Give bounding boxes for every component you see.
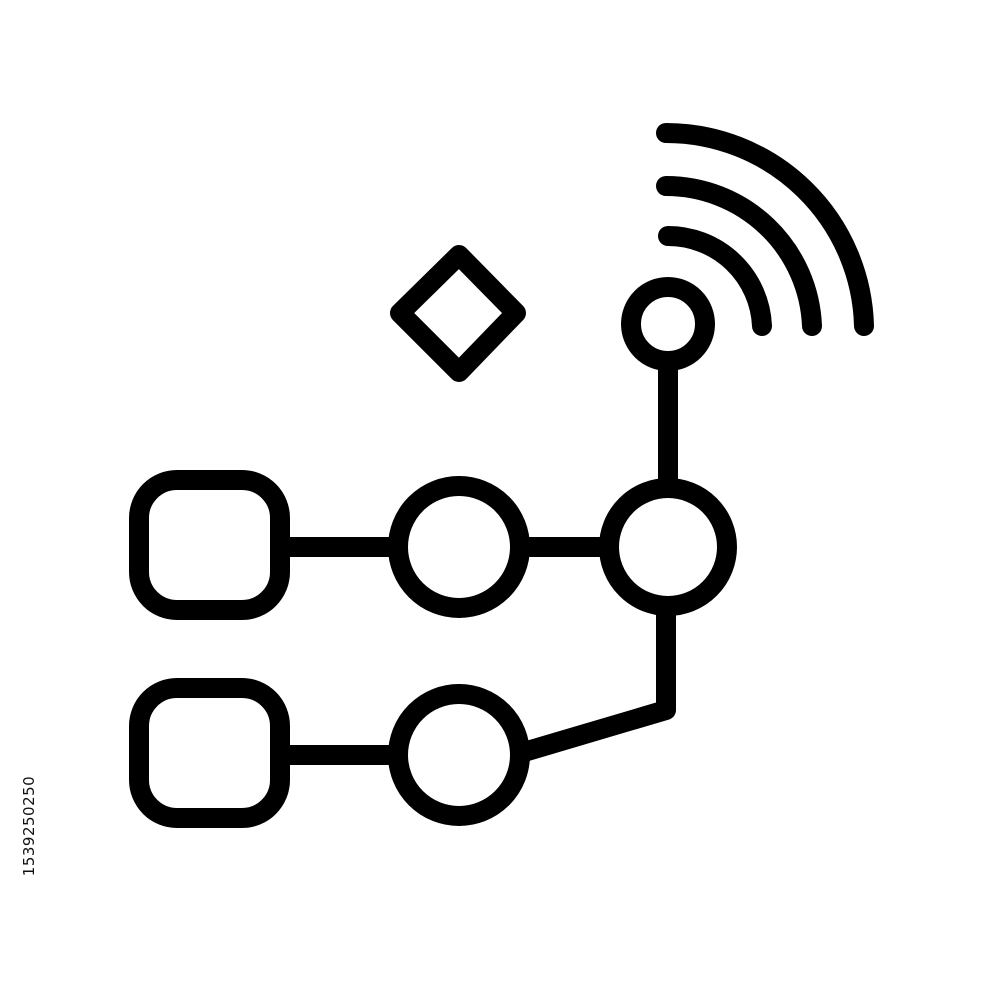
circle-node-hub [599, 478, 737, 616]
signal-arc-outer [656, 123, 874, 336]
square-node-bottom [129, 678, 290, 828]
signal-arc-middle [656, 175, 822, 336]
diamond-shape [390, 245, 526, 382]
connector-line-angled [514, 602, 676, 762]
square-node-top [129, 470, 290, 620]
signal-arc-inner [658, 225, 772, 336]
circle-node-antenna [621, 277, 715, 371]
circle-node-top-middle [388, 476, 530, 618]
stock-id-label: 1539250250 [20, 775, 38, 877]
circle-node-bottom-middle [388, 684, 530, 826]
